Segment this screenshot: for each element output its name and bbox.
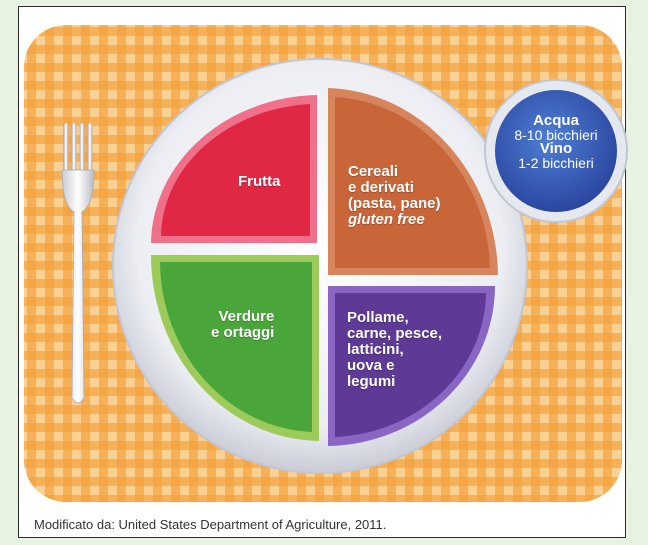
proteine-label: Pollame, carne, pesce, latticini, uova e… xyxy=(347,310,442,390)
acqua-amount: 8-10 bicchieri xyxy=(514,127,598,143)
proteine-section xyxy=(328,286,495,446)
water-glass xyxy=(484,79,628,223)
proteine-line-5: legumi xyxy=(347,373,396,390)
cereali-line-1: Cereali xyxy=(348,163,399,180)
cereali-label: Cereali e derivati (pasta, pane) gluten … xyxy=(348,164,441,228)
proteine-line-3: latticini, xyxy=(347,341,404,358)
cereali-section xyxy=(328,88,498,275)
proteine-line-2: carne, pesce, xyxy=(347,325,443,342)
source-caption: Modificato da: United States Department … xyxy=(34,517,387,532)
verdure-line-2: e ortaggi xyxy=(211,324,275,341)
verdure-section xyxy=(151,255,319,441)
frutta-section xyxy=(151,95,317,243)
fork-icon xyxy=(61,122,95,404)
frutta-label: Frutta xyxy=(238,174,281,190)
cereali-line-2: e derivati xyxy=(348,179,414,196)
frutta-text: Frutta xyxy=(238,173,281,190)
proteine-line-4: uova e xyxy=(347,357,395,374)
cereali-line-4: gluten free xyxy=(348,211,425,228)
vino-title: Vino xyxy=(539,140,573,157)
water-glass-label: Acqua 8-10 bicchieri Vino 1-2 bicchieri xyxy=(508,112,604,171)
acqua-title: Acqua xyxy=(533,112,579,129)
proteine-line-1: Pollame, xyxy=(347,309,409,326)
verdure-label: Verdure e ortaggi xyxy=(211,309,274,341)
verdure-line-1: Verdure xyxy=(218,308,275,325)
cereali-line-3: (pasta, pane) xyxy=(348,195,441,212)
vino-amount: 1-2 bicchieri xyxy=(518,155,594,171)
